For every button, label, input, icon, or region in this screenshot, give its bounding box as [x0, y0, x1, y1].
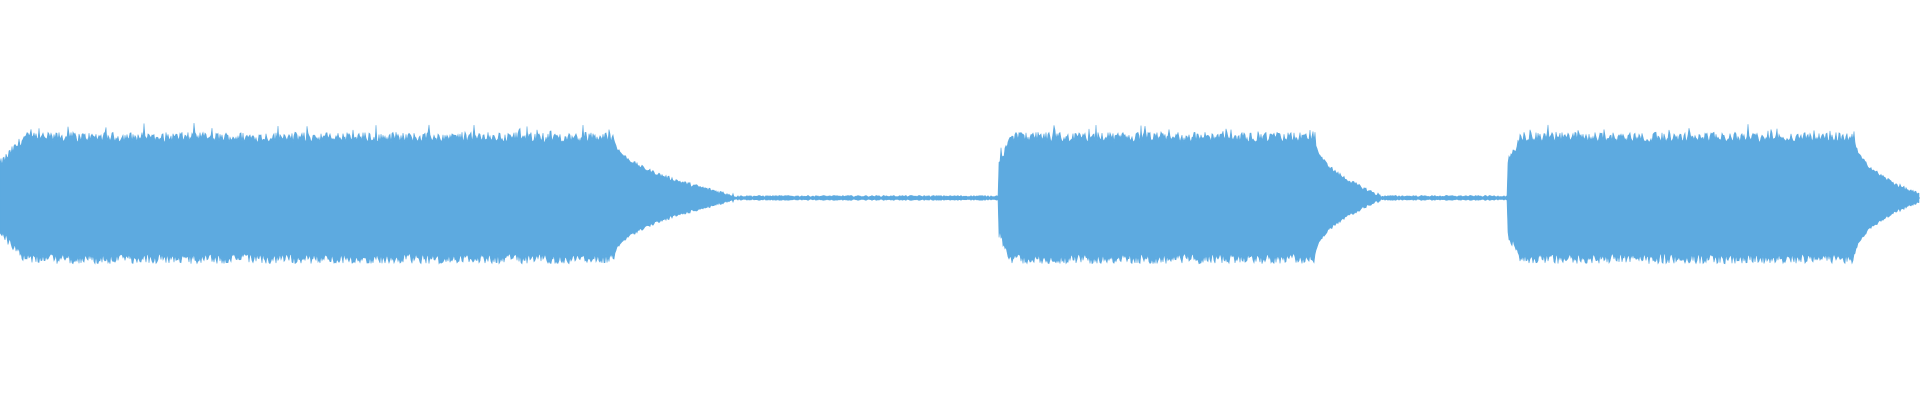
waveform-envelope [0, 122, 1920, 265]
waveform-bars [0, 122, 1920, 265]
